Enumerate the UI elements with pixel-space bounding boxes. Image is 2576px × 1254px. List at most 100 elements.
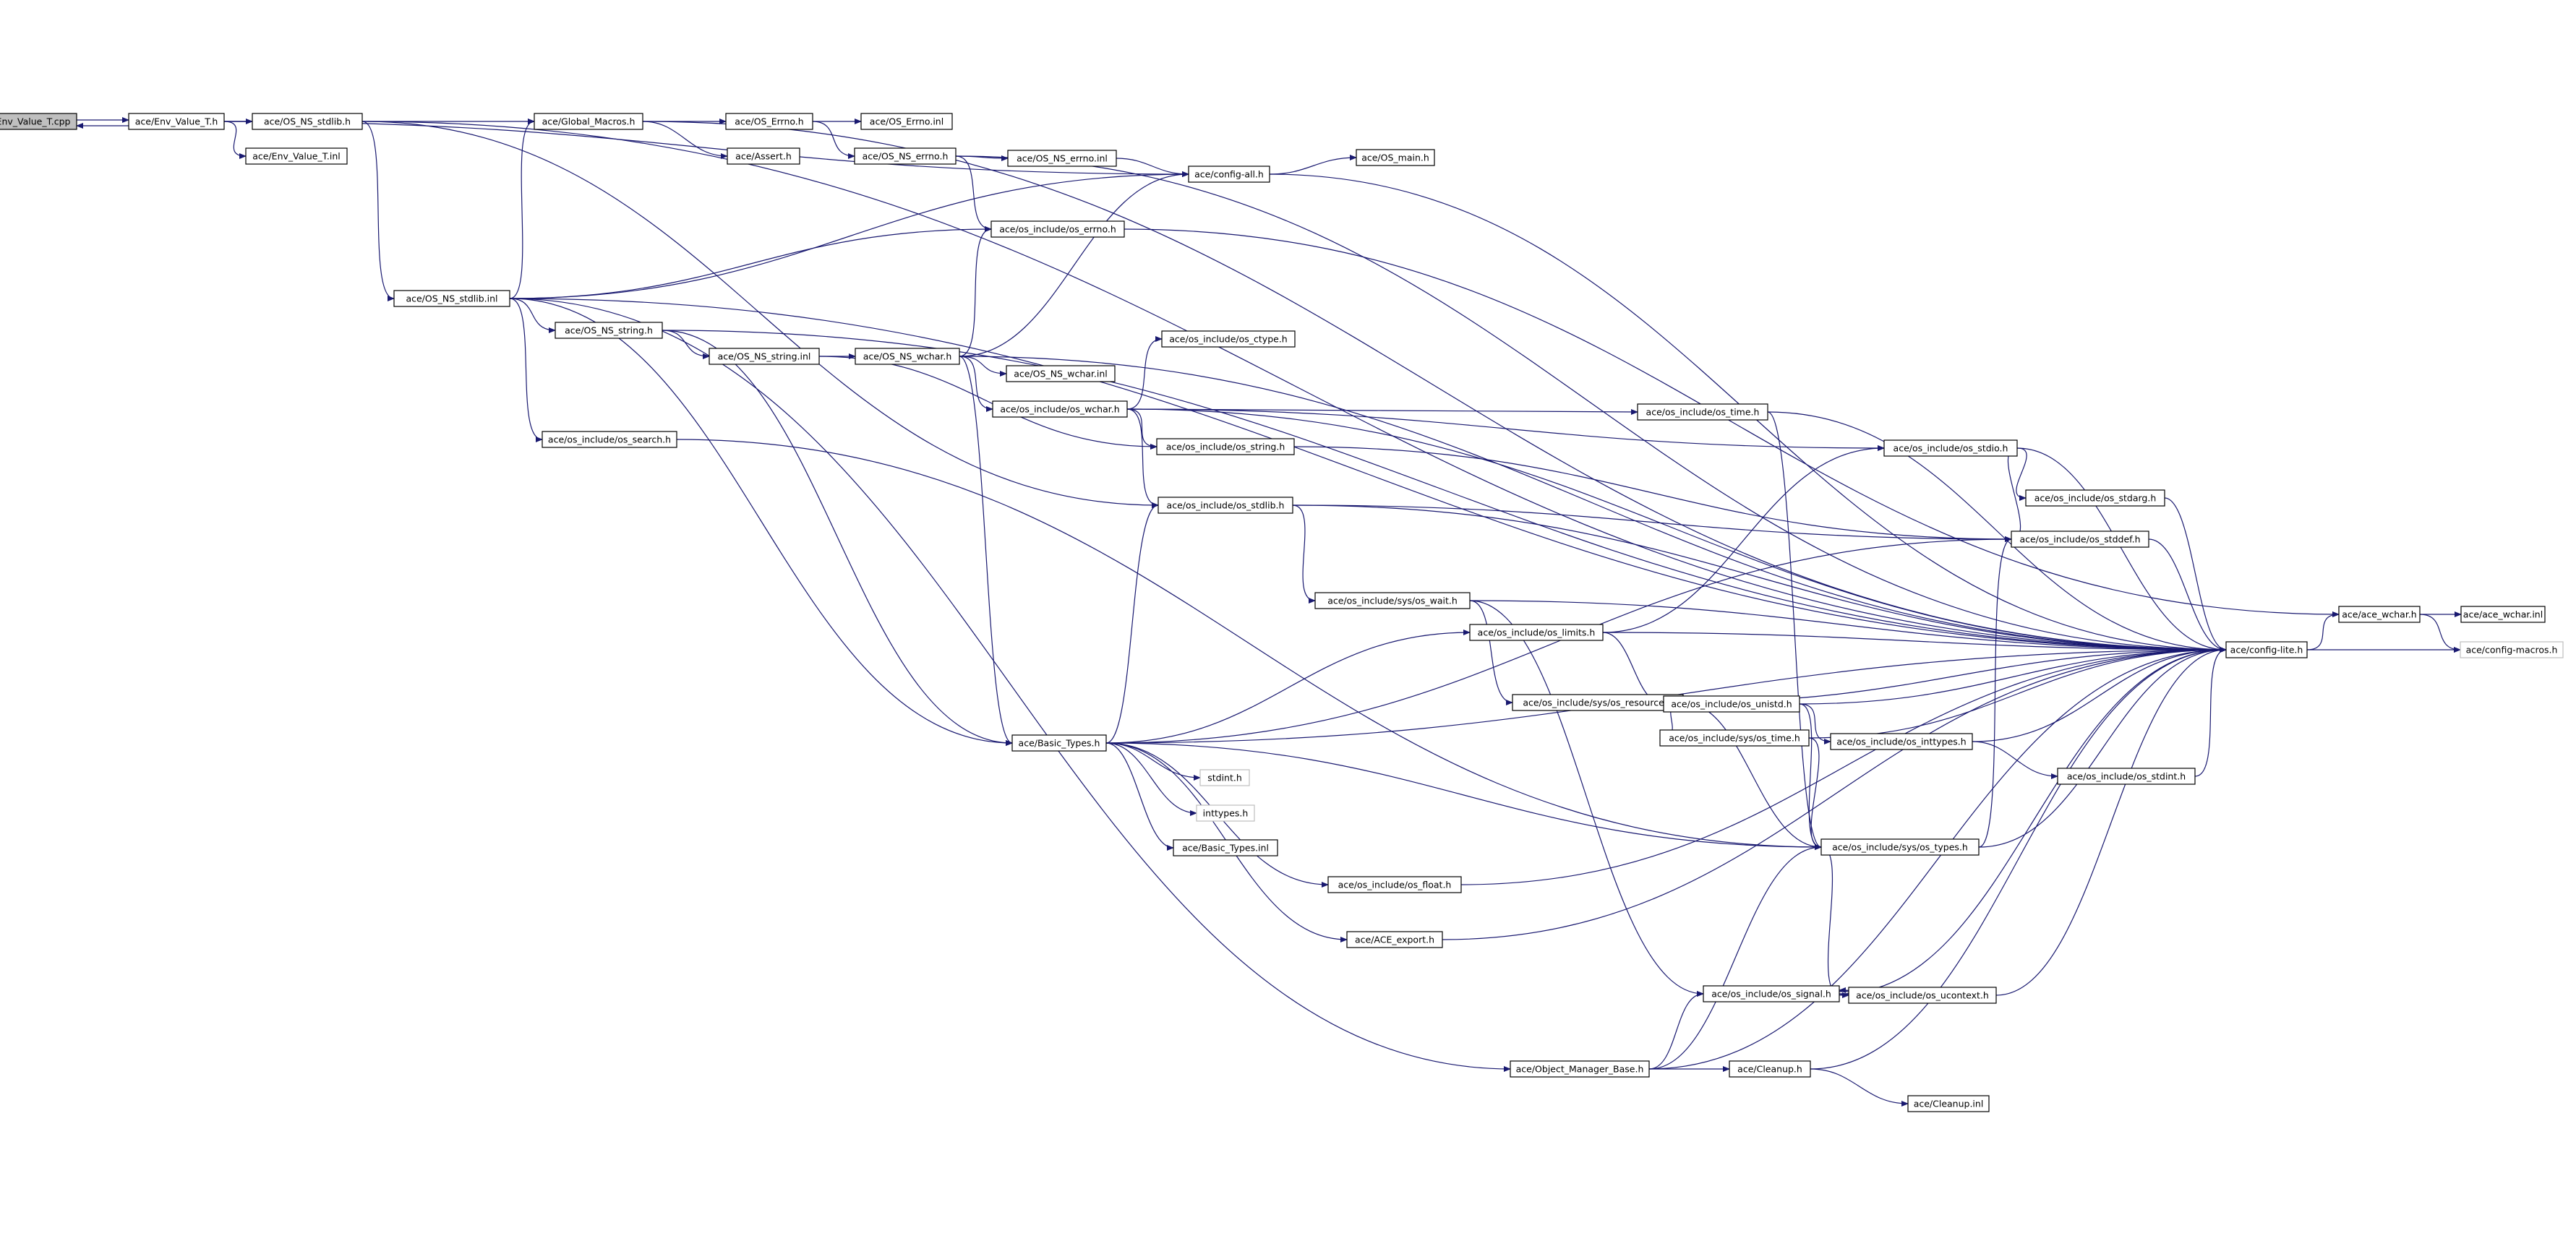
node-os-ns-errno-inl[interactable]: ace/OS_NS_errno.inl (1007, 150, 1117, 167)
node-os-errno-inl[interactable]: ace/OS_Errno.inl (860, 113, 953, 130)
node-os-include-os-float-h[interactable]: ace/os_include/os_float.h (1327, 876, 1462, 893)
edge-os_ns_stdlib_inl-to-os_include_os_errno_h (509, 226, 992, 299)
edge-os_ns_wchar_h-to-os_include_os_wchar_h (959, 356, 993, 412)
node-os-include-os-signal-h[interactable]: ace/os_include/os_signal.h (1703, 985, 1840, 1002)
node-ace-export-h[interactable]: ace/ACE_export.h (1346, 931, 1443, 948)
node-os-include-os-stdlib-h[interactable]: ace/os_include/os_stdlib.h (1158, 497, 1293, 514)
node-os-include-os-errno-h[interactable]: ace/os_include/os_errno.h (990, 220, 1125, 238)
node-os-ns-stdlib-h[interactable]: ace/OS_NS_stdlib.h (252, 113, 363, 130)
edge-basic_types_h-to-basic_types_inl (1105, 742, 1174, 851)
edge-basic_types_h-to-os_include_os_limits_h (1105, 630, 1471, 744)
edge-os_include_os_float_h-to-config_lite_h (1460, 647, 2227, 885)
edge-os_include_os_stdint_h-to-config_lite_h (2194, 647, 2227, 777)
node-assert-h[interactable]: ace/Assert.h (727, 147, 800, 165)
node-box (1729, 1060, 1811, 1078)
edge-os_ns_stdlib_h-to-os_ns_stdlib_inl (361, 121, 395, 301)
node-os-include-sys-os-wait-h[interactable]: ace/os_include/sys/os_wait.h (1314, 592, 1471, 609)
node-label: ace/os_include/os_search.h (548, 434, 671, 445)
edge-os_ns_wchar_h-to-config_lite_h (959, 356, 2227, 653)
edge-os_include_os_unistd_h-to-os_include_sys_os_types_h (1799, 703, 1822, 850)
node-os-include-os-stddef-h[interactable]: ace/os_include/os_stddef.h (2011, 531, 2149, 548)
node-box (855, 348, 960, 365)
node-env-value-t-inl[interactable]: ace/Env_Value_T.inl (245, 147, 348, 165)
node-os-include-os-unistd-h[interactable]: ace/os_include/os_unistd.h (1663, 695, 1800, 713)
node-os-include-os-stdio-h[interactable]: ace/os_include/os_stdio.h (1883, 439, 2018, 457)
edge-ace_wchar_h-to-config_macros_h (2419, 614, 2461, 653)
node-label: ace/Global_Macros.h (542, 116, 636, 127)
node-box (1199, 769, 1250, 786)
edge-os_include_sys_os_types_h-to-config_lite_h (1978, 647, 2227, 848)
node-os-ns-stdlib-inl[interactable]: ace/OS_NS_stdlib.inl (393, 290, 510, 307)
node-label: ace/config-lite.h (2230, 645, 2303, 656)
node-object-manager-base-h[interactable]: ace/Object_Manager_Base.h (1510, 1060, 1650, 1078)
node-box (534, 113, 643, 130)
node-os-ns-string-h[interactable]: ace/OS_NS_string.h (555, 322, 663, 339)
node-os-ns-errno-h[interactable]: ace/OS_NS_errno.h (854, 147, 957, 165)
node-label: ace/OS_NS_errno.h (863, 151, 949, 162)
node-config-macros-h[interactable]: ace/config-macros.h (2460, 641, 2564, 658)
node-ace-wchar-h[interactable]: ace/ace_wchar.h (2338, 606, 2421, 623)
edge-os_include_os_string_h-to-os_include_os_stddef_h (1293, 446, 2012, 542)
node-box (1883, 439, 2018, 457)
edge-basic_types_h-to-os_include_os_stdlib_h (1105, 502, 1159, 744)
node-os-errno-h[interactable]: ace/OS_Errno.h (725, 113, 813, 130)
node-os-include-os-ctype-h[interactable]: ace/os_include/os_ctype.h (1161, 330, 1296, 348)
edge-os_include_os_stdio_h-to-os_include_os_stdarg_h (2016, 447, 2027, 501)
node-box (1848, 987, 1997, 1004)
node-box (1907, 1095, 1990, 1112)
node-config-all-h[interactable]: ace/config-all.h (1188, 166, 1270, 183)
edge-os_include_os_signal_h-to-os_include_sys_os_types_h (1820, 844, 1840, 995)
node-box (0, 113, 77, 130)
node-basic-types-h[interactable]: ace/Basic_Types.h (1011, 734, 1107, 752)
node-box (2338, 606, 2421, 623)
node-box (1356, 149, 1435, 166)
edge-os_include_os_unistd_h-to-config_lite_h (1799, 647, 2227, 705)
node-os-include-sys-os-types-h[interactable]: ace/os_include/sys/os_types.h (1820, 838, 1980, 856)
node-os-ns-string-inl[interactable]: ace/OS_NS_string.inl (709, 348, 820, 365)
node-os-include-sys-os-time-h[interactable]: ace/os_include/sys/os_time.h (1659, 729, 1810, 747)
node-os-include-os-stdint-h[interactable]: ace/os_include/os_stdint.h (2057, 768, 2196, 785)
edge-os_include_os_errno_h-to-ace_wchar_h (1124, 228, 2340, 617)
node-cleanup-h[interactable]: ace/Cleanup.h (1729, 1060, 1811, 1078)
node-os-include-os-inttypes-h[interactable]: ace/os_include/os_inttypes.h (1830, 733, 1973, 750)
node-os-include-os-search-h[interactable]: ace/os_include/os_search.h (542, 431, 677, 448)
node-label: ace/Cleanup.inl (1914, 1099, 1984, 1109)
node-label: ace/Cleanup.h (1737, 1064, 1802, 1075)
node-label: ace/OS_NS_stdlib.h (264, 116, 351, 127)
node-os-main-h[interactable]: ace/OS_main.h (1356, 149, 1435, 166)
edge-os_include_os_stdlib_h-to-config_lite_h (1292, 504, 2227, 653)
node-os-include-sys-os-resource-h[interactable]: ace/os_include/sys/os_resource.h (1512, 694, 1684, 711)
node-os-include-os-stdarg-h[interactable]: ace/os_include/os_stdarg.h (2025, 489, 2165, 507)
edge-env_value_t_h-to-env_value_t_inl (223, 121, 247, 159)
node-box (1158, 497, 1293, 514)
edge-ace_export_h-to-config_lite_h (1442, 647, 2227, 940)
node-os-include-os-time-h[interactable]: ace/os_include/os_time.h (1637, 403, 1768, 421)
node-label: ace/os_include/os_inttypes.h (1836, 736, 1966, 747)
node-os-ns-wchar-inl[interactable]: ace/OS_NS_wchar.inl (1006, 365, 1116, 382)
node-stdint-h[interactable]: stdint.h (1199, 769, 1250, 786)
node-basic-types-inl[interactable]: ace/Basic_Types.inl (1173, 839, 1278, 856)
node-os-include-os-ucontext-h[interactable]: ace/os_include/os_ucontext.h (1848, 987, 1997, 1004)
node-global-macros-h[interactable]: ace/Global_Macros.h (534, 113, 643, 130)
node-config-lite-h[interactable]: ace/config-lite.h (2225, 641, 2308, 658)
node-label: ace/ace_wchar.h (2342, 609, 2416, 620)
node-ace-wchar-inl[interactable]: ace/ace_wchar.inl (2460, 606, 2546, 623)
edge-os_ns_stdlib_h-to-os_include_os_stdlib_h (361, 121, 1159, 508)
node-env-value-t-h[interactable]: ace/Env_Value_T.h (128, 113, 225, 130)
node-os-include-os-string-h[interactable]: ace/os_include/os_string.h (1156, 438, 1295, 455)
edge-os_ns_stdlib_inl-to-global_macros_h (509, 119, 535, 299)
node-label: ace/os_include/sys/os_wait.h (1327, 596, 1458, 606)
node-os-include-os-limits-h[interactable]: ace/os_include/os_limits.h (1469, 624, 1604, 641)
node-box (1637, 403, 1768, 421)
node-box (1156, 438, 1295, 455)
node-cleanup-inl[interactable]: ace/Cleanup.inl (1907, 1095, 1990, 1112)
node-label: ace/OS_Errno.h (735, 116, 803, 127)
node-label: ace/Assert.h (735, 151, 792, 162)
edge-os_ns_stdlib_inl-to-object_manager_base_h (509, 298, 1511, 1072)
node-os-include-os-wchar-h[interactable]: ace/os_include/os_wchar.h (992, 400, 1128, 418)
node-label: ace/OS_NS_string.inl (718, 351, 811, 362)
node-box (2460, 641, 2564, 658)
node-os-ns-wchar-h[interactable]: ace/OS_NS_wchar.h (855, 348, 960, 365)
node-inttypes-h[interactable]: inttypes.h (1196, 804, 1255, 822)
node-label: ace/Env_Value_T.inl (252, 151, 340, 162)
